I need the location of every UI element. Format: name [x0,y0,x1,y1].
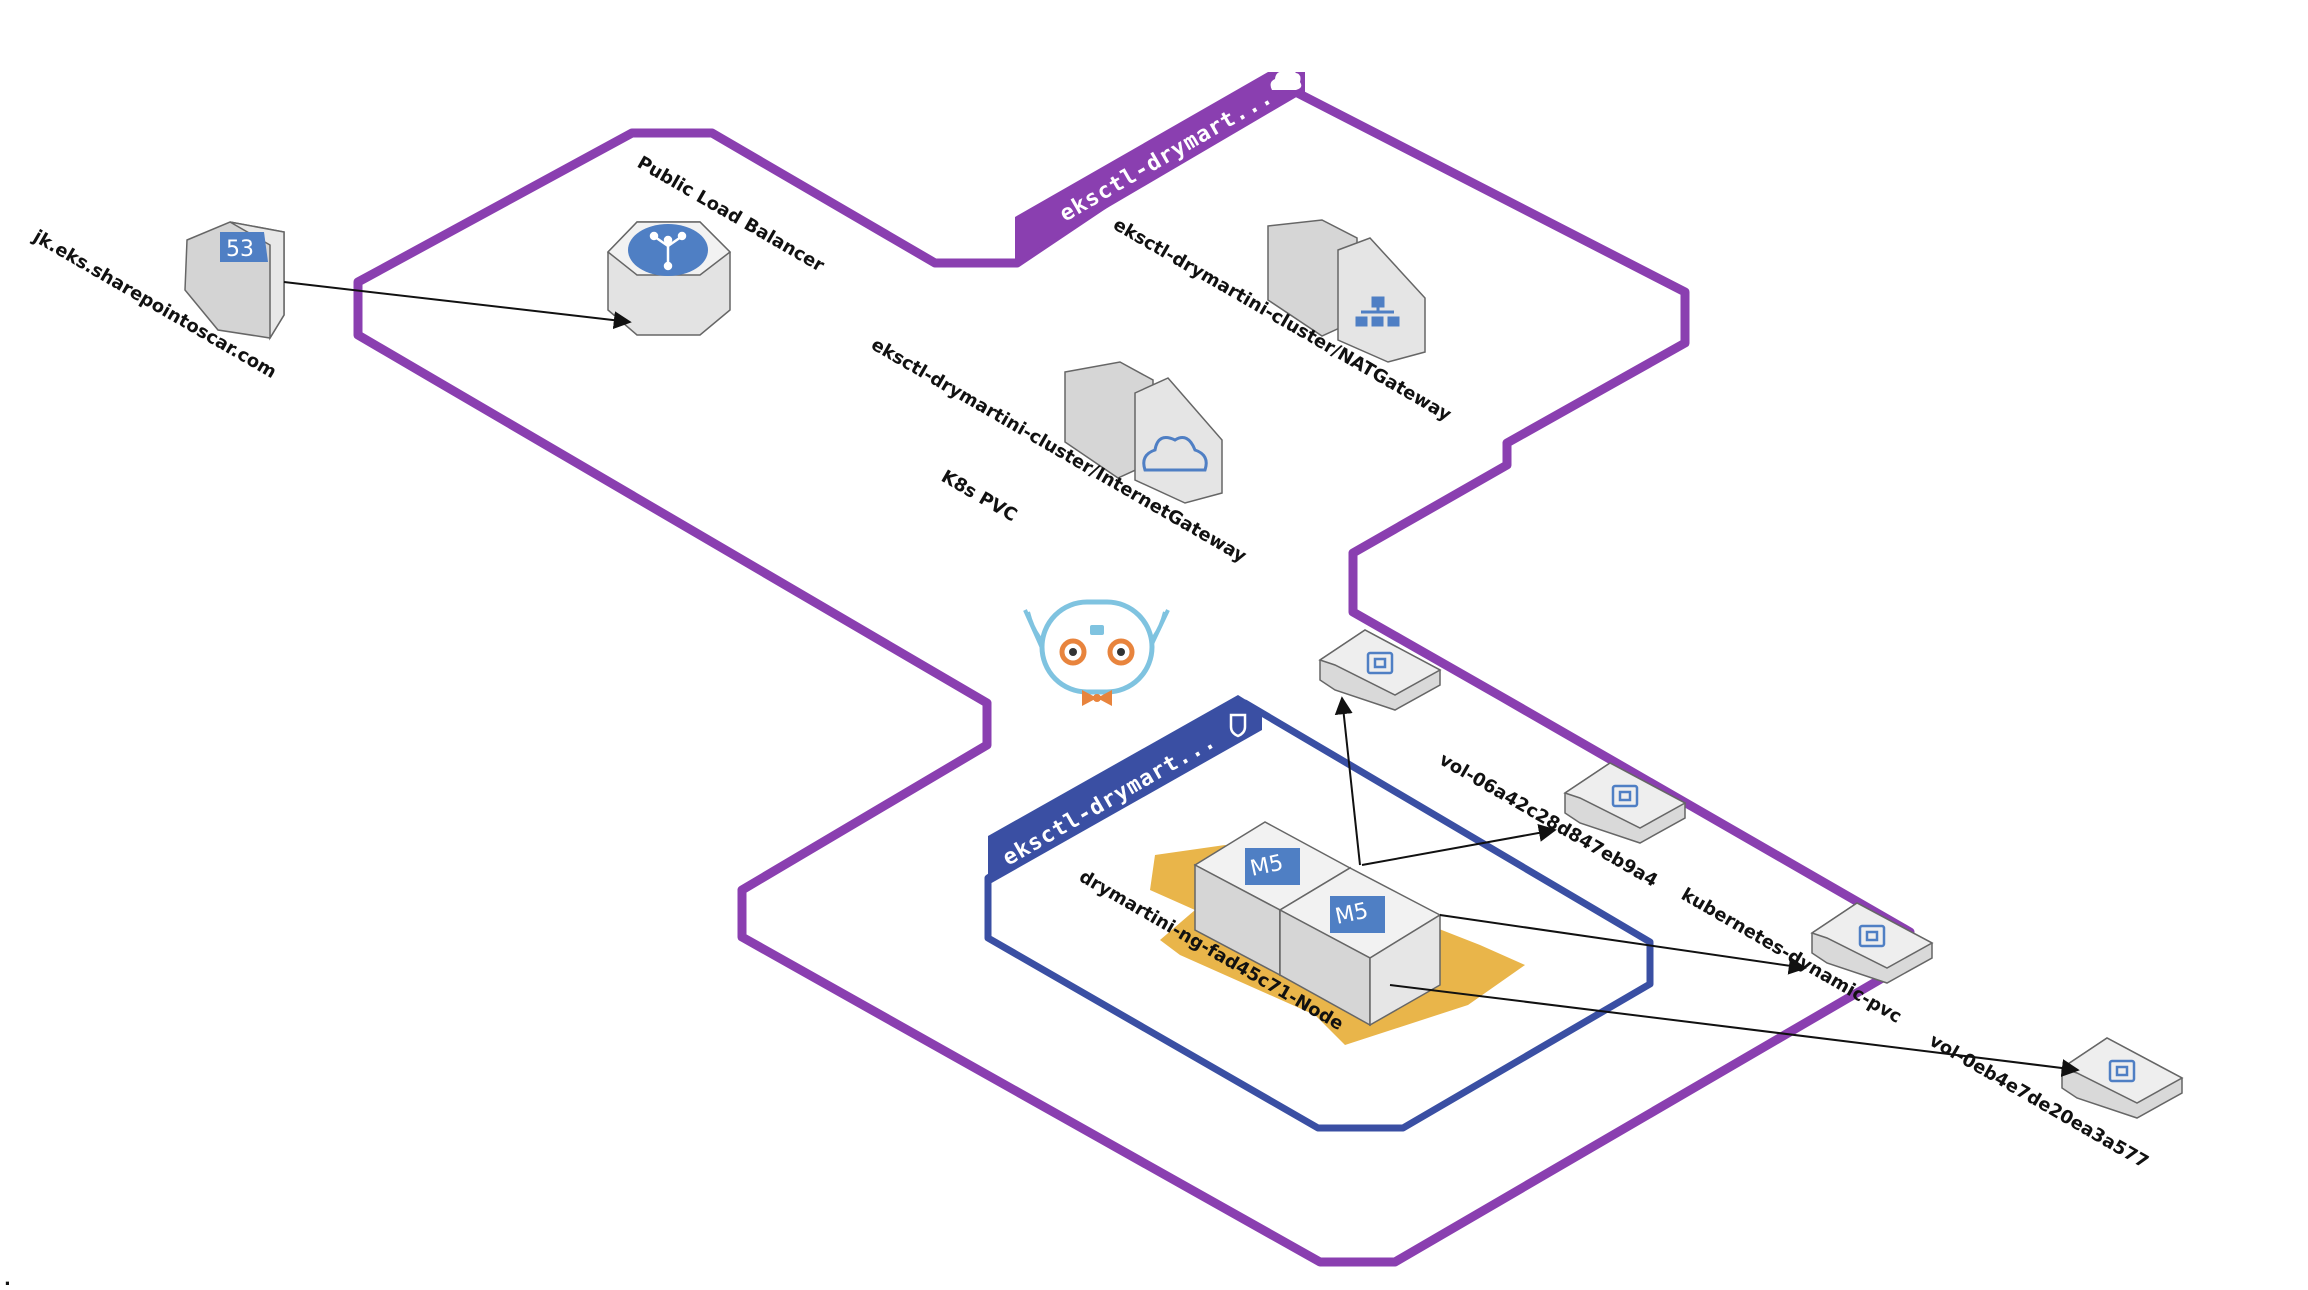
load-balancer-icon[interactable] [606,221,732,336]
nat-gateway-icon[interactable] [1267,219,1426,363]
chip-icon [1611,784,1639,808]
route53-icon-text: 53 [226,237,254,262]
volume-icon-far[interactable] [2060,1037,2184,1119]
robot-mascot-logo [1023,599,1170,706]
node-to-volume-far-arrow [1389,984,2080,1077]
route53-icon[interactable]: 53 [184,221,285,341]
internet-gateway-icon[interactable] [1064,361,1223,504]
cloud-icon [1270,69,1302,90]
load-balancer-symbol-icon [649,231,687,271]
vpc-tab-label: eksctl-drymart... [1056,84,1278,227]
volume-icon-top[interactable] [1318,629,1442,711]
volume-icon-right[interactable] [1810,902,1934,984]
chip-icon [2108,1059,2136,1083]
chip-icon [1366,651,1394,675]
vpc-tab[interactable]: eksctl-drymart... [1015,69,1305,262]
node-to-volume-mid-arrow [1361,824,1557,866]
subnet-boundary [984,699,1654,1132]
cloud-icon [1142,436,1208,472]
volume-icon-mid[interactable] [1563,762,1687,844]
dns-to-lb-arrow [283,281,632,330]
vpc-boundary [353,80,1915,1267]
k8s-pvc-label: K8s PVC [938,466,1021,526]
ec2-node-2[interactable]: M5 [1278,867,1442,1027]
subnet-tab-label: eksctl-drymart... [999,728,1221,871]
network-symbol-icon [1355,296,1400,327]
footnote-mark: . [4,1269,11,1290]
chip-icon [1858,924,1886,948]
shield-icon [1229,713,1247,738]
node-to-volume-right-arrow [1439,914,1807,975]
node-to-volume-top-arrow [1334,696,1361,866]
